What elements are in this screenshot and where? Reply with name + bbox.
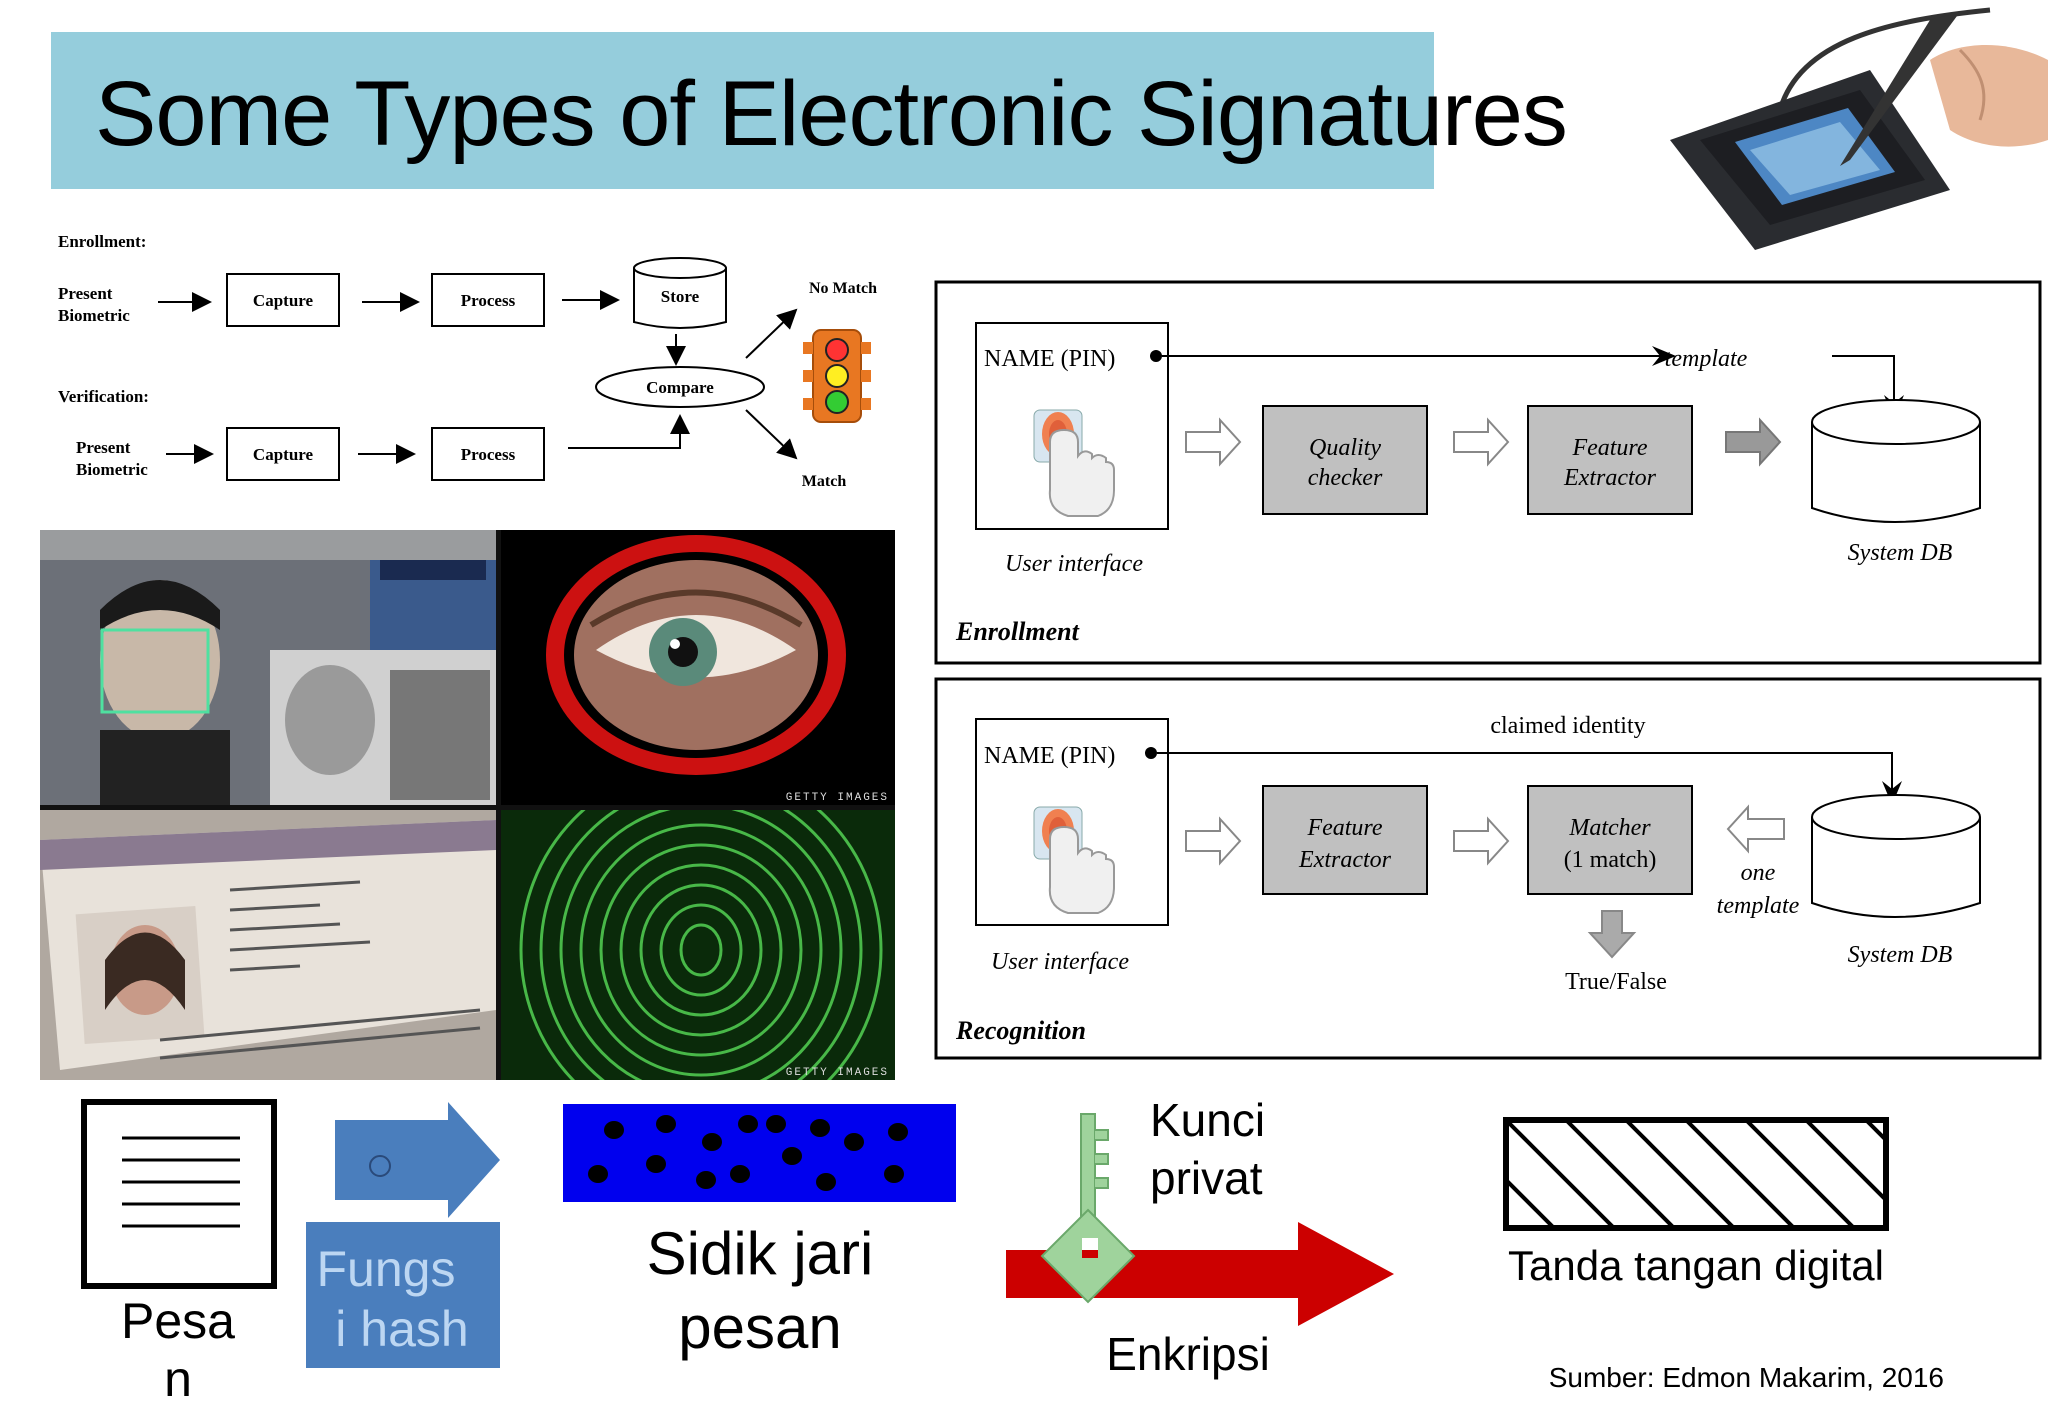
biometric-photo-grid: GETTY IMAGES GETT: [40, 530, 895, 1080]
capture-box-enroll: [226, 273, 340, 327]
present-biometric-1-line1: Present: [58, 284, 113, 303]
compare-ellipse: [595, 366, 765, 408]
sidik-jari-line2: pesan: [678, 1294, 841, 1361]
fingerprint-photo: GETTY IMAGES: [501, 810, 895, 1080]
hollow-arrow-left-recog: [1726, 804, 1785, 854]
feature-extractor-enroll-line1: Feature: [1571, 435, 1647, 461]
biometric-flow-diagram: Enrollment: Present Biometric Capture Pr…: [58, 232, 877, 490]
passport-photo: [40, 810, 496, 1080]
title-bar: Some Types of Electronic Signatures: [51, 32, 1568, 189]
quality-checker-box: [1262, 405, 1428, 515]
template-label-enroll: template: [1665, 346, 1748, 372]
face-recognition-photo: [40, 530, 496, 805]
present-biometric-2-line2: Biometric: [76, 460, 148, 479]
process-box-verify: [431, 427, 545, 481]
verification-heading: Verification:: [58, 387, 149, 406]
digital-signature-svg: Pesa n Fungs i hash Sidik jari pesa: [81, 1094, 1944, 1407]
fungsi-hash-line1: Fungs: [317, 1241, 456, 1297]
system-db-cylinder-enroll: [1811, 399, 1981, 523]
capture-label-verify: Capture: [253, 445, 314, 464]
iris-scan-photo: GETTY IMAGES: [501, 530, 895, 805]
one-template-line2: template: [1717, 893, 1800, 919]
process-box-enroll: [431, 273, 545, 327]
store-cylinder: [633, 257, 727, 329]
compare-label: Compare: [646, 378, 714, 397]
system-db-label-enroll: System DB: [1848, 540, 1953, 566]
kunci-privat-line1: Kunci: [1150, 1094, 1265, 1146]
feature-extractor-recog-line2: Extractor: [1298, 847, 1392, 873]
match-label: Match: [802, 473, 847, 490]
feature-extractor-recog-line1: Feature: [1306, 815, 1382, 841]
enrollment-section-label: Enrollment: [955, 617, 1080, 646]
hollow-arrow-1-enroll: [1185, 417, 1242, 467]
name-pin-recog: NAME (PIN): [984, 743, 1115, 769]
pesan-line2: n: [164, 1351, 192, 1407]
fungsi-hash-line2: i hash: [335, 1301, 468, 1357]
signature-pad-image: [1670, 7, 2048, 250]
document-icon: [81, 1099, 277, 1289]
user-interface-label-enroll: User interface: [1005, 551, 1143, 577]
hash-function-box: [306, 1222, 500, 1368]
hollow-arrow-1-recog: [1185, 816, 1242, 866]
system-db-label-recog: System DB: [1848, 942, 1953, 968]
process-label-enroll: Process: [461, 291, 516, 310]
process-label-verify: Process: [461, 445, 516, 464]
pesan-line1: Pesa: [121, 1293, 235, 1349]
user-interface-label-recog: User interface: [991, 949, 1129, 975]
kunci-privat-line2: privat: [1150, 1152, 1263, 1204]
matcher-box: [1527, 785, 1693, 895]
encryption-arrow: [1006, 1222, 1394, 1326]
traffic-light-icon: [803, 329, 871, 423]
store-label: Store: [661, 287, 700, 306]
recognition-diagram: NAME (PIN) claimed identity User interfa…: [934, 677, 2042, 1060]
feature-extractor-box-enroll: [1527, 405, 1693, 515]
message-fingerprint-box: [563, 1104, 956, 1202]
true-false-label: True/False: [1565, 969, 1667, 995]
page-title: Some Types of Electronic Signatures: [95, 63, 1568, 165]
no-match-label: No Match: [809, 280, 877, 297]
matcher-line1: Matcher: [1568, 815, 1651, 841]
quality-checker-line2: checker: [1308, 465, 1383, 491]
solid-arrow-enroll: [1725, 417, 1782, 467]
hash-arrow-shape: [335, 1102, 500, 1218]
down-arrow-recog: [1587, 910, 1637, 959]
tanda-tangan-label: Tanda tangan digital: [1508, 1242, 1884, 1289]
matcher-line2: (1 match): [1564, 847, 1657, 873]
recognition-section-label: Recognition: [955, 1016, 1086, 1045]
capture-label-enroll: Capture: [253, 291, 314, 310]
getty-watermark-1: GETTY IMAGES: [786, 792, 889, 804]
digital-signature-flow: Pesa n Fungs i hash Sidik jari pesa: [0, 1090, 2048, 1418]
enkripsi-label: Enkripsi: [1106, 1328, 1270, 1380]
present-biometric-2-line1: Present: [76, 438, 131, 457]
hollow-arrow-2-recog: [1453, 816, 1510, 866]
hollow-arrow-2-enroll: [1453, 417, 1510, 467]
capture-box-verify: [226, 427, 340, 481]
getty-watermark-2: GETTY IMAGES: [786, 1067, 889, 1079]
feature-extractor-enroll-line2: Extractor: [1563, 465, 1657, 491]
source-citation: Sumber: Edmon Makarim, 2016: [1549, 1362, 1944, 1393]
enrollment-heading: Enrollment:: [58, 232, 146, 251]
one-template-line1: one: [1741, 860, 1776, 886]
feature-extractor-box-recog: [1262, 785, 1428, 895]
quality-checker-line1: Quality: [1309, 435, 1381, 461]
claimed-identity-label: claimed identity: [1490, 713, 1645, 739]
sidik-jari-line1: Sidik jari: [647, 1220, 874, 1287]
name-pin-enroll: NAME (PIN): [984, 346, 1115, 372]
system-db-cylinder-recog: [1811, 794, 1981, 918]
private-key-icon: [1040, 1113, 1136, 1304]
enrollment-diagram: NAME (PIN) template User interface Quali…: [934, 280, 2042, 665]
digital-signature-icon: [1503, 1117, 1889, 1231]
present-biometric-1-line2: Biometric: [58, 306, 130, 325]
